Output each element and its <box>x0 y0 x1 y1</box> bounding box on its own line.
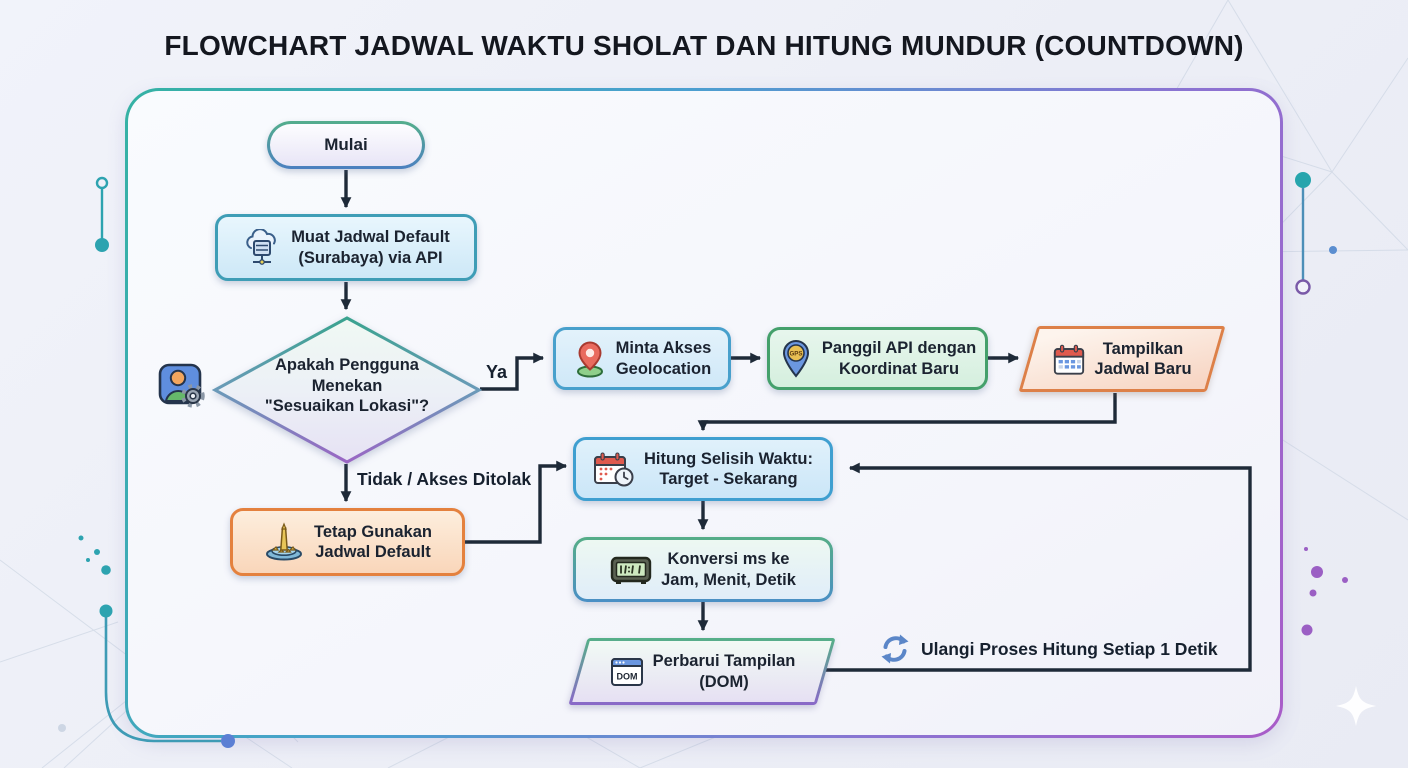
node-show-new-schedule: Tampilkan Jadwal Baru <box>1018 326 1226 392</box>
location-pin-icon <box>573 340 607 378</box>
gps-pin-icon: GPS <box>779 339 813 379</box>
node-compute-diff-line2: Target - Sekarang <box>659 470 798 488</box>
node-call-api-line2: Koordinat Baru <box>838 359 960 378</box>
edge-label-yes: Ya <box>486 362 508 382</box>
node-convert-ms: Konversi ms ke Jam, Menit, Detik <box>573 537 833 602</box>
cloud-server-icon <box>242 228 282 267</box>
digital-clock-icon <box>610 554 652 586</box>
user-settings-icon <box>157 362 207 412</box>
node-update-dom-line1: Perbarui Tampilan <box>652 652 796 671</box>
node-load-default-line1: Muat Jadwal Default <box>291 228 450 247</box>
node-request-geolocation-line1: Minta Akses <box>615 339 712 358</box>
gps-icon-label: GPS <box>789 350 802 357</box>
node-convert-ms-line1: Konversi ms ke <box>667 550 790 569</box>
page-title: FLOWCHART JADWAL WAKTU SHOLAT DAN HITUNG… <box>164 30 1244 61</box>
node-convert-ms-line2: Jam, Menit, Detik <box>661 570 796 589</box>
node-call-api: GPS Panggil API dengan Koordinat Baru <box>767 327 988 390</box>
node-decision-line3: "Sesuaikan Lokasi"? <box>264 397 430 416</box>
node-compute-diff-line1: Hitung Selisih Waktu: <box>644 449 813 468</box>
node-show-new-schedule-line1: Tampilkan <box>1102 339 1184 358</box>
node-update-dom-line2: (DOM) <box>699 672 749 691</box>
node-show-new-schedule-line2: Jadwal Baru <box>1094 360 1192 378</box>
node-decision-label: Apakah Pengguna Menekan "Sesuaikan Lokas… <box>238 355 456 417</box>
loop-label-row: Ulangi Proses Hitung Setiap 1 Detik <box>878 633 1218 665</box>
node-compute-diff: Hitung Selisih Waktu: Target - Sekarang <box>573 437 833 501</box>
calendar-clock-icon <box>593 450 635 488</box>
calendar-icon <box>1052 343 1086 376</box>
node-request-geolocation-line2: Geolocation <box>615 359 712 378</box>
node-update-dom: DOM Perbarui Tampilan (DOM) <box>568 638 836 705</box>
dom-window-icon: DOM <box>609 655 645 689</box>
node-load-default: Muat Jadwal Default (Surabaya) via API <box>215 214 477 281</box>
node-keep-default: Tetap Gunakan Jadwal Default <box>230 508 465 576</box>
sparkle-icon <box>1336 686 1376 726</box>
edge-label-no: Tidak / Akses Ditolak <box>357 469 532 489</box>
node-request-geolocation: Minta Akses Geolocation <box>553 327 731 390</box>
node-start: Mulai <box>267 121 425 169</box>
node-call-api-line1: Panggil API dengan <box>821 339 977 358</box>
loop-label-text: Ulangi Proses Hitung Setiap 1 Detik <box>921 638 1218 659</box>
node-decision-shape <box>212 316 482 464</box>
node-keep-default-line2: Jadwal Default <box>315 543 431 561</box>
node-decision-line1: Apakah Pengguna <box>275 356 419 374</box>
node-start-label: Mulai <box>324 134 368 154</box>
refresh-icon <box>878 633 912 665</box>
node-decision-line2: Menekan <box>311 376 383 395</box>
node-load-default-line2: (Surabaya) via API <box>298 248 443 267</box>
dom-icon-label: DOM <box>616 671 637 681</box>
monument-icon <box>263 522 305 562</box>
node-keep-default-line1: Tetap Gunakan <box>314 522 432 541</box>
